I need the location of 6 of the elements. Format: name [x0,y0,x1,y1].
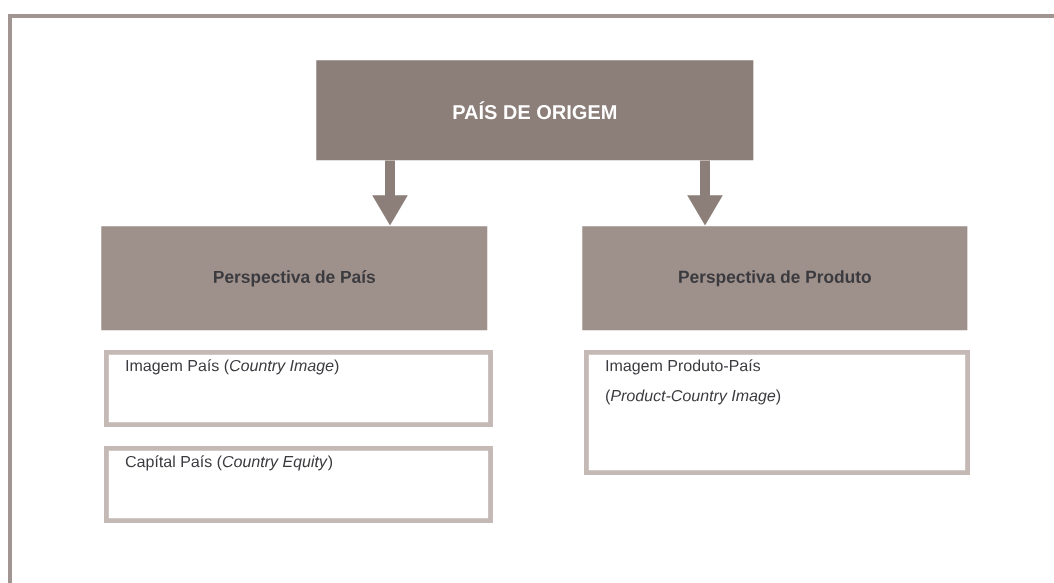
title-box: PAÍS DE ORIGEM [316,60,754,161]
category-box: Perspectiva de Produto [582,226,968,331]
category-box: Perspectiva de País [101,226,488,331]
item-box: Imagem Produto-País (Product-Country Image) [584,350,970,476]
item-box: Capítal País (Country Equity) [104,446,493,523]
item-box: Imagem País (Country Image) [104,350,493,427]
